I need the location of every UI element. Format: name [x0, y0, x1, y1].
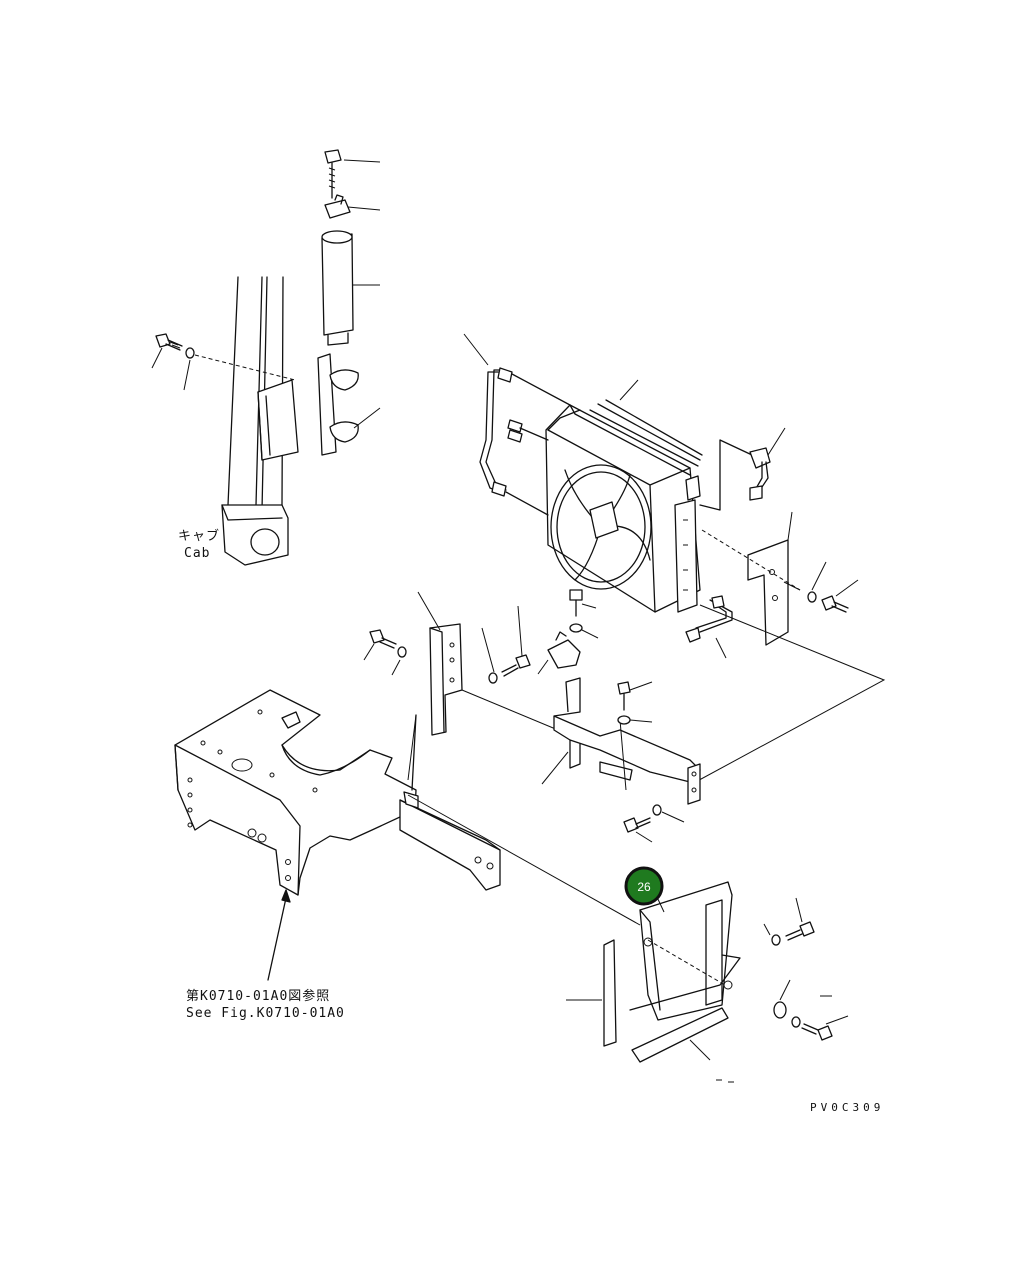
leader-lower — [407, 794, 641, 926]
bolt-washer-center — [623, 804, 685, 843]
bracket-right — [701, 511, 859, 646]
pipe-lower — [685, 595, 733, 659]
cover-assembly — [566, 881, 741, 1083]
bolt-washer-pillar — [151, 333, 296, 391]
reference-label-jp: 第K0710-01A0図参照 — [186, 988, 330, 1004]
hose-fitting-right — [699, 427, 786, 511]
leader-right — [689, 604, 886, 786]
cab-label-jp: キャブ — [178, 528, 220, 544]
cab-label-en: Cab — [184, 546, 210, 561]
reference-label-en: See Fig.K0710-01A0 — [186, 1006, 345, 1021]
receiver-drier — [317, 149, 381, 456]
floor-frame — [174, 689, 501, 896]
condenser-fan — [545, 399, 703, 613]
bolts-left-bracket — [363, 605, 531, 684]
callout-26[interactable]: 26 — [624, 866, 664, 906]
hoses — [463, 333, 639, 516]
callout-26-number: 26 — [637, 880, 651, 894]
leader-ref-arrow — [267, 897, 287, 981]
bolts-cover — [763, 897, 849, 1041]
cab-pillar — [221, 276, 299, 566]
arrow-head — [281, 889, 291, 903]
cross-member — [541, 677, 701, 805]
drawing-code: PV0C309 — [810, 1101, 884, 1114]
bracket-left — [407, 591, 571, 781]
clamp-center — [537, 589, 599, 675]
